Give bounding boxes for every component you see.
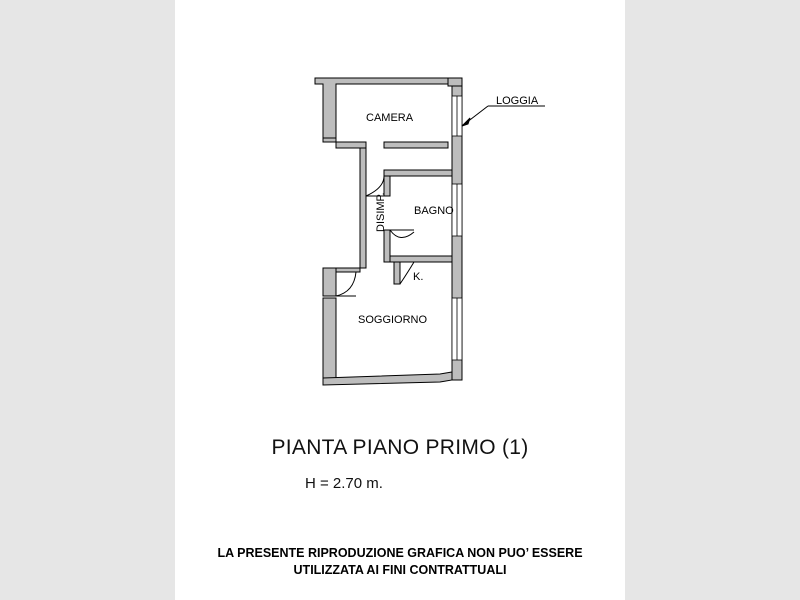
disclaimer: LA PRESENTE RIPRODUZIONE GRAFICA NON PUO…: [175, 545, 625, 579]
door-disimp: [365, 175, 385, 197]
wall-camera-left: [322, 137, 337, 143]
wall-camera-bottom: [335, 141, 367, 149]
plan-title: PIANTA PIANO PRIMO (1): [271, 436, 529, 459]
label-bagno: BAGNO: [414, 205, 454, 217]
door-soggiorno: [335, 271, 357, 297]
wall-bagno-top: [383, 169, 461, 177]
wall-soggiorno-top: [335, 267, 361, 273]
wall-k: [393, 261, 401, 285]
label-soggiorno: SOGGIORNO: [358, 314, 428, 326]
wall-bagno-left: [383, 175, 391, 197]
wall-soggiorno-left: [322, 267, 337, 297]
wall-bottom: [322, 371, 453, 386]
label-k: K.: [413, 271, 423, 283]
label-disimp: DISIMP.: [375, 192, 387, 232]
wall-top-left: [314, 77, 449, 139]
height-note: H = 2.70 m.: [305, 475, 383, 492]
wall-soggiorno-left-lower: [322, 297, 337, 379]
wall-bagno-left-lower: [383, 229, 391, 263]
disclaimer-line-2: UTILIZZATA AI FINI CONTRATTUALI: [293, 563, 507, 577]
wall-top-right: [447, 77, 463, 87]
wall-disimp-left: [359, 147, 367, 269]
label-loggia: LOGGIA: [496, 95, 539, 107]
wall-camera-bottom-right: [383, 141, 449, 149]
label-camera: CAMERA: [366, 112, 414, 124]
door-k: [399, 261, 415, 285]
wall-bagno-bottom: [389, 255, 453, 263]
door-bagno: [389, 229, 415, 238]
disclaimer-line-1: LA PRESENTE RIPRODUZIONE GRAFICA NON PUO…: [217, 546, 583, 560]
drawing-sheet: [175, 0, 625, 600]
